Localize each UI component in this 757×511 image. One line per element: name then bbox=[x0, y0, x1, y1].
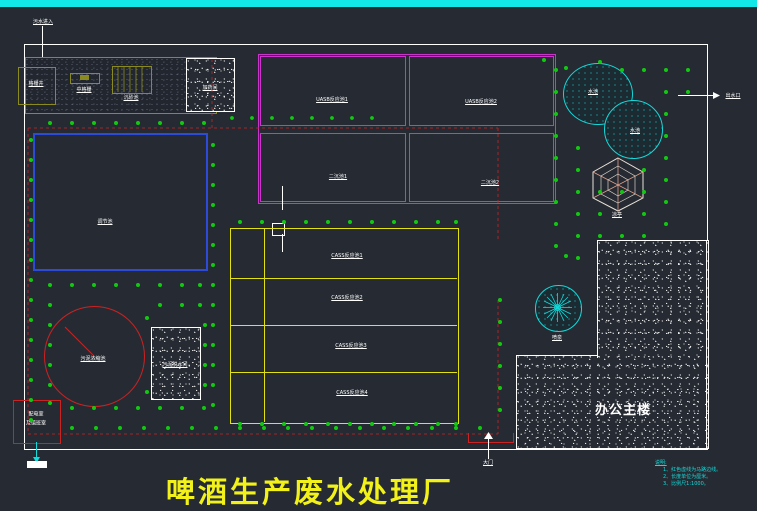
landscape-pond-2 bbox=[604, 100, 663, 159]
reactor-to-cass-line bbox=[282, 186, 283, 210]
fountain-jets-icon bbox=[543, 293, 572, 322]
top-accent-bar bbox=[0, 0, 757, 7]
office-building-edge-right bbox=[706, 240, 707, 448]
cass-divider-1 bbox=[230, 278, 457, 279]
reactor-cell-3 bbox=[260, 133, 406, 202]
reactor-cell-1-label: UASB反应池1 bbox=[316, 97, 348, 103]
power-room-leader-line bbox=[36, 442, 37, 459]
grit-chamber-label: 格栅井 bbox=[28, 81, 44, 87]
fountain-basin bbox=[535, 285, 582, 332]
regulation-tank-label: 调节池 bbox=[97, 219, 113, 225]
cass-cell-1-label: CASS反应池1 bbox=[331, 253, 363, 259]
cass-cell-4-label: CASS反应池4 bbox=[336, 390, 368, 396]
small-outlet-marker bbox=[27, 461, 47, 468]
dosing-room-label: 加药间 bbox=[202, 85, 218, 91]
mid-screen-box bbox=[70, 73, 100, 84]
notes-item-3: 3、比例尺1:1000。 bbox=[663, 481, 709, 487]
reactor-cell-2 bbox=[409, 56, 554, 126]
reactor-cell-4-label: 二沉池2 bbox=[480, 180, 500, 186]
pavilion-icon bbox=[592, 157, 644, 212]
reactor-cell-2-label: UASB反应池2 bbox=[465, 99, 497, 105]
cass-feed-line bbox=[282, 234, 283, 252]
main-gate-leader-line bbox=[488, 439, 489, 459]
notes-block: 说明: 1、红色虚线为马路边线。 2、长度单位为厘米。 3、比例尺1:1000。 bbox=[655, 460, 721, 488]
main-gate-label: 大门 bbox=[482, 460, 494, 466]
pretreatment-yard bbox=[25, 57, 217, 114]
dewatering-room-building bbox=[151, 327, 201, 400]
cass-cell-3-label: CASS反应池3 bbox=[335, 343, 367, 349]
office-main-building-label: 办公主楼 bbox=[594, 403, 652, 418]
office-main-building-wing bbox=[516, 355, 709, 449]
grit-chamber-box bbox=[18, 67, 56, 105]
power-room-arrow-icon bbox=[33, 457, 40, 463]
mid-screen-bar bbox=[80, 75, 89, 80]
sand-basin-box bbox=[112, 66, 152, 94]
notes-heading: 说明: bbox=[655, 460, 667, 466]
cass-divider-2 bbox=[230, 325, 457, 326]
outlet-label: 出水口 bbox=[725, 93, 741, 99]
office-main-building-core bbox=[597, 310, 709, 358]
office-building-edge-top bbox=[516, 355, 598, 356]
office-building-edge-left bbox=[516, 355, 517, 448]
inlet-label: 污水进入 bbox=[32, 19, 54, 25]
main-gate bbox=[468, 433, 514, 443]
power-duty-room-label-1: 配电室 bbox=[28, 411, 44, 418]
office-building-edge-topmost bbox=[597, 240, 707, 241]
reactor-block bbox=[258, 54, 556, 204]
mid-screen-label: 中格栅 bbox=[76, 87, 92, 93]
sludge-scraper-icon bbox=[64, 326, 95, 357]
notes-item-1: 1、红色虚线为马路边线。 bbox=[663, 467, 722, 473]
sand-basin-bars-icon bbox=[117, 66, 143, 92]
dosing-room-building bbox=[186, 58, 235, 112]
valve-box-icon bbox=[272, 223, 285, 236]
page-title: 啤酒生产废水处理厂 bbox=[166, 475, 455, 509]
power-duty-room bbox=[13, 400, 61, 444]
landscape-pond-1-label: 水池 bbox=[587, 89, 599, 95]
cass-divider-3 bbox=[230, 372, 457, 373]
main-gate-arrow-icon bbox=[484, 432, 493, 439]
power-duty-room-label-2: 及值班室 bbox=[25, 420, 47, 427]
dewatering-room-label: 污泥脱水间 bbox=[162, 362, 188, 368]
cass-cell-2-label: CASS反应池2 bbox=[331, 295, 363, 301]
landscape-pond-2-label: 水池 bbox=[629, 128, 641, 134]
cass-block bbox=[230, 228, 459, 424]
reactor-cell-3-label: 二沉池1 bbox=[328, 174, 348, 180]
sand-basin-label: 沉砂池 bbox=[123, 95, 139, 101]
inlet-leader-line bbox=[42, 26, 43, 68]
notes-item-2: 2、长度单位为厘米。 bbox=[663, 474, 712, 480]
reactor-cell-4 bbox=[409, 133, 554, 202]
regulation-tank bbox=[33, 133, 208, 271]
pavilion-label: 凉亭 bbox=[611, 212, 623, 218]
fountain-label: 喷泉 bbox=[551, 335, 563, 341]
outlet-leader-line bbox=[678, 95, 716, 96]
outlet-arrow-icon bbox=[713, 92, 720, 99]
sludge-thickener-label: 污泥浓缩池 bbox=[80, 356, 106, 362]
reactor-cell-1 bbox=[260, 56, 406, 126]
